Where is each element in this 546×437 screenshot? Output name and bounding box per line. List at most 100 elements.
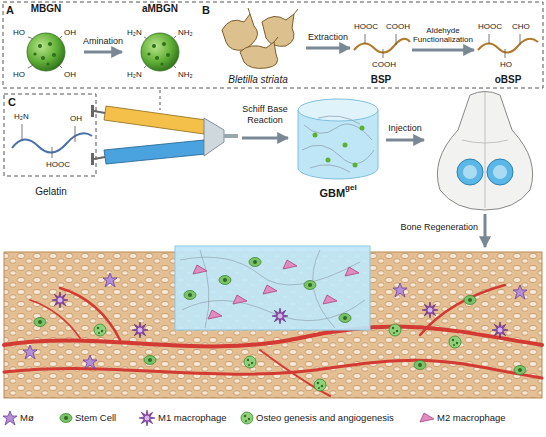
process-arrow: [412, 49, 474, 52]
chem-group-label: HOOC: [354, 22, 378, 32]
m2-macrophage: [233, 295, 247, 304]
panel-letter: B: [202, 4, 210, 17]
ambgn-sphere: [141, 33, 179, 71]
macrophage: [513, 285, 527, 299]
chem-group-label: H₂N: [127, 70, 142, 80]
node-label: oBSP: [495, 74, 522, 86]
node-box: GBMgel: [293, 95, 383, 203]
chem-group-label: OH: [70, 114, 82, 124]
macrophage: [393, 283, 407, 297]
step-label: Bone Regeneration: [384, 222, 478, 233]
step-arrow: [484, 214, 487, 247]
step-arrow: [386, 139, 424, 142]
stem-cell: [339, 314, 351, 323]
obsp-chain: [478, 34, 538, 58]
osteogenic-cell: [314, 379, 326, 391]
legend-icon: [60, 414, 72, 423]
macrophage: [83, 355, 97, 369]
hydrogel-implant: [175, 246, 370, 330]
chem-group-label: HO: [500, 60, 512, 70]
panel-frame: [4, 94, 96, 176]
chem-group-label: COOH: [372, 60, 396, 70]
chem-group-label: COOH: [386, 22, 410, 32]
node-label: BSP: [371, 74, 392, 86]
node-text-row: GBMgel: [319, 182, 356, 203]
chem-group-label: H₂N: [127, 28, 142, 38]
process-arrow: [306, 47, 350, 50]
node-box: BSP: [352, 10, 410, 86]
chem-group-label: H₂N: [14, 112, 29, 122]
step-label: Schiff Base Reaction: [233, 104, 297, 126]
legend-text: Stem Cell: [75, 412, 116, 423]
mbgn-sphere: [27, 33, 65, 71]
stem-cell: [144, 356, 156, 365]
m1-macrophage: [272, 308, 288, 324]
chem-group-label: OH: [64, 28, 76, 38]
chem-group-label: HOOC: [46, 160, 70, 170]
chem-group-label: HO: [13, 70, 25, 80]
macrophage: [23, 345, 37, 359]
chem-group-label: CHO: [512, 22, 530, 32]
rat-skull: [437, 92, 532, 211]
legend-text: M1 macrophage: [158, 412, 227, 423]
hydrogel-cylinder: [298, 99, 378, 179]
legend-icon: [3, 411, 17, 425]
node-label: GBM: [319, 187, 345, 199]
edge-label: Aldehyde Functionalization: [409, 26, 477, 45]
legend-icon: [241, 412, 253, 424]
edge-label: Extraction: [308, 32, 348, 43]
m2-macrophage: [193, 265, 207, 274]
stem-cell: [249, 258, 261, 267]
chem-group-label: NH₂: [178, 28, 193, 38]
stem-cell: [219, 276, 231, 285]
m2-macrophage: [345, 267, 359, 276]
m1-macrophage: [492, 322, 508, 338]
macrophage: [103, 273, 117, 287]
chem-group-label: NH₂: [178, 70, 193, 80]
m1-macrophage: [132, 322, 148, 338]
m2-macrophage: [263, 285, 277, 294]
panel-frame: [3, 2, 543, 88]
gelatin-chain: [12, 124, 92, 158]
node-label: Gelatin: [35, 186, 67, 198]
legend-icons: [3, 410, 434, 426]
panel-letter: A: [6, 4, 14, 17]
hydrogel-fibers: [180, 250, 365, 328]
osteogenic-cell: [244, 356, 256, 368]
step-label: Injection: [381, 123, 429, 134]
m1-macrophage: [422, 302, 438, 318]
double-syringe: [91, 105, 238, 165]
panel-letter: C: [8, 96, 16, 109]
osteogenic-cell: [94, 324, 106, 336]
osteogenic-cell: [389, 324, 401, 336]
legend-text: M2 macrophage: [437, 412, 506, 423]
node-label: gel: [345, 183, 357, 192]
step-arrow: [242, 137, 288, 140]
node-label: aMBGN: [142, 3, 178, 15]
bletilla-tubers: [222, 8, 298, 68]
m2-macrophage: [323, 295, 337, 304]
legend-icon: [420, 413, 434, 422]
stem-cell: [304, 281, 316, 290]
stem-cell: [464, 296, 476, 305]
node-box: oBSP: [476, 10, 540, 86]
node-label: Bletilla striata: [228, 74, 287, 86]
stem-cell: [514, 366, 526, 375]
legend-text: Osteo genesis and angiogenesis: [256, 412, 394, 423]
legend-text: Mø: [20, 412, 34, 423]
m2-macrophage: [283, 260, 297, 269]
process-arrow: [84, 51, 122, 54]
stem-cell: [414, 361, 426, 370]
m2-macrophage: [208, 310, 222, 319]
osteogenic-cell: [449, 336, 461, 348]
chem-group-label: OH: [64, 70, 76, 80]
chem-group-label: HO: [13, 28, 25, 38]
bsp-chain: [354, 34, 410, 58]
link-line: [160, 90, 161, 110]
stem-cell: [34, 318, 46, 327]
node-box: Bletilla striata: [212, 8, 304, 86]
m1-macrophage: [52, 292, 68, 308]
